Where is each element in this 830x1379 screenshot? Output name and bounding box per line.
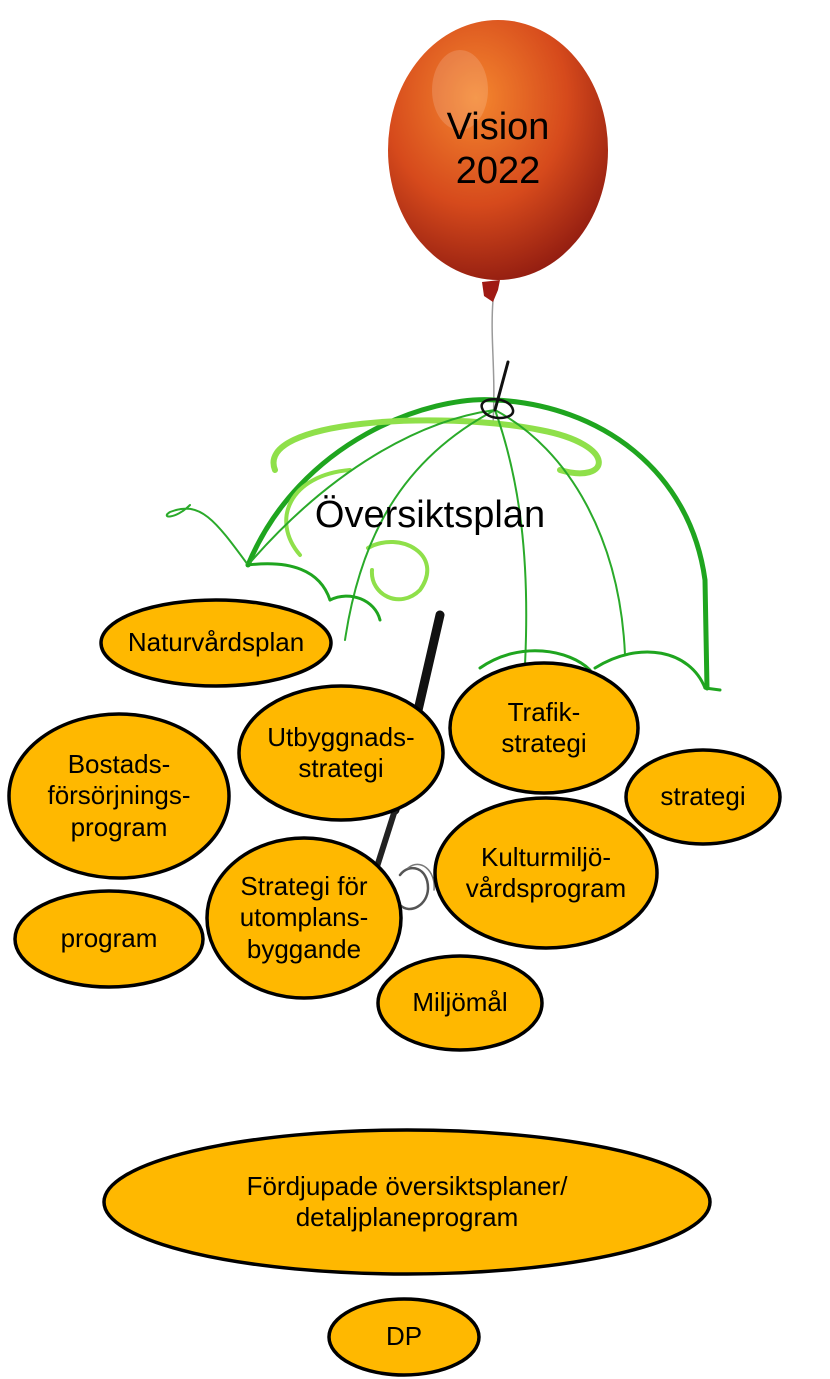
node-bostad: Bostads- försörjnings- program [47,749,191,842]
node-trafik: Trafik- strategi [501,696,587,758]
balloon [388,20,608,302]
balloon-line2: 2022 [455,150,541,192]
node-miljomal-shape [376,954,544,1052]
node-strategi-shape [624,748,782,846]
node-naturvardsplan-shape [99,598,333,688]
node-fordjupade-shape [102,1128,712,1276]
node-naturvardsplan: Naturvårdsplan [127,627,305,658]
node-bostad-shape [7,712,231,880]
node-dp-shape [327,1297,481,1377]
node-utbyggnad-shape [237,684,445,822]
node-kulturmiljo-shape [433,796,659,950]
node-fordjupade: Fördjupade översiktsplaner/ detaljplanep… [246,1170,568,1232]
node-kulturmiljo: Kulturmiljö- vårdsprogram [465,841,627,903]
node-trafik-shape [448,661,640,795]
balloon-label-group: Vision 2022 [418,95,578,205]
node-utomplans-shape [205,836,403,1000]
node-miljomal: Miljömål [412,987,508,1018]
umbrella-label: Översiktsplan [314,494,546,537]
balloon-line1: Vision [446,106,550,149]
node-utomplans: Strategi för utomplans- byggande [239,871,369,964]
node-dp: DP [385,1321,423,1352]
umbrella [165,360,722,923]
balloon-string [491,299,495,426]
node-strategi: strategi [660,781,746,812]
node-utbyggnad: Utbyggnads- strategi [267,721,415,783]
node-program: program [60,923,158,954]
node-program-shape [13,889,205,989]
